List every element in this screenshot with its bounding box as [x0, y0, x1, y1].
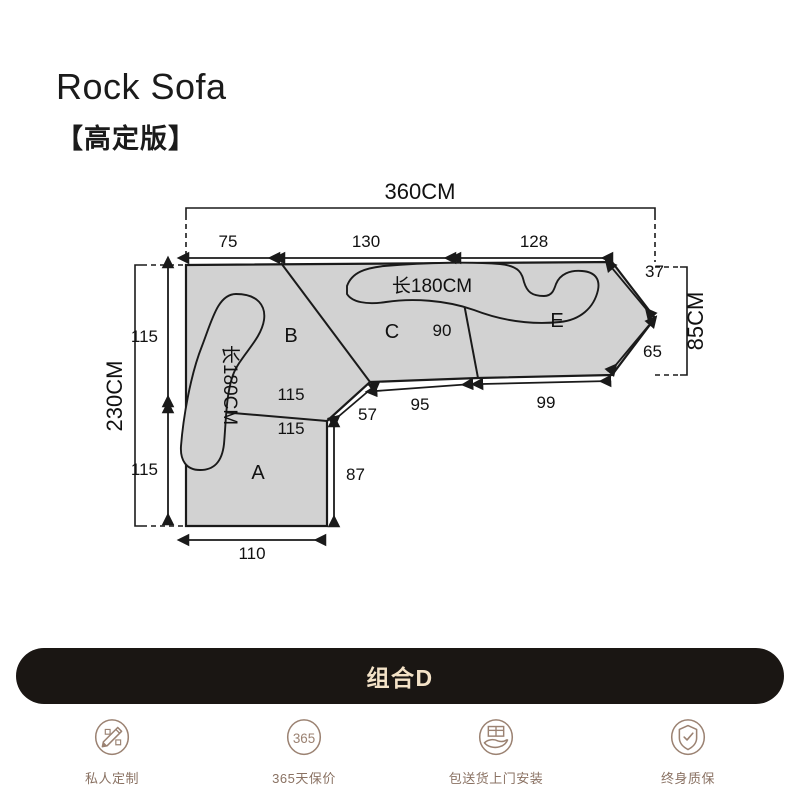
inner-c-depth-label: 90 — [433, 321, 452, 340]
page-subtitle: 【高定版】 — [56, 124, 196, 154]
feature-custom-label: 私人定制 — [84, 771, 139, 786]
right-segment-65-label: 65 — [643, 342, 662, 361]
zone-label-b: B — [284, 325, 297, 347]
shield-check-icon — [670, 719, 706, 756]
overall-width-label: 360CM — [385, 179, 456, 204]
diagonal-57-label: 57 — [358, 405, 377, 424]
bottom-width-110-label: 110 — [238, 544, 265, 563]
delivery-hand-gift-icon — [478, 719, 514, 756]
page-title: Rock Sofa — [56, 66, 227, 107]
bottom-95: 95 — [364, 377, 474, 414]
right-segment-65: 65 — [604, 315, 662, 378]
bottom-width-110: 110 — [176, 533, 327, 563]
inner-a-depth-label: 115 — [277, 419, 304, 438]
sofa-dimension-diagram: 长180CM 长180CM A B C E 360CM — [0, 170, 800, 590]
right-height-dimension: 85CM — [655, 266, 708, 376]
top-segment-128-label: 128 — [520, 232, 548, 251]
feature-delivery-install-label: 包送货上门安装 — [448, 771, 544, 786]
feature-delivery-install[interactable]: 包送货上门安装 — [411, 716, 581, 787]
vertical-cushion-label: 长180CM — [219, 345, 241, 425]
feature-365-price-label: 365天保价 — [272, 771, 336, 786]
feature-custom[interactable]: 私人定制 — [27, 716, 197, 787]
bottom-99-label: 99 — [537, 393, 556, 412]
inner-b-depth-label: 115 — [277, 385, 304, 404]
combo-banner-label: 组合D — [366, 665, 434, 691]
vertical-cushion-outline — [180, 293, 266, 471]
title-block: Rock Sofa 【高定版】 — [56, 64, 476, 157]
overall-width-dimension: 360CM — [185, 179, 656, 262]
top-segment-130: 130 — [272, 232, 457, 265]
divider-b-c — [280, 262, 371, 383]
diagram-svg: 长180CM 长180CM A B C E 360CM — [102, 179, 708, 563]
bottom-99: 99 — [470, 374, 612, 412]
right-height-label: 85CM — [683, 292, 708, 351]
right-segment-37: 37 — [604, 259, 664, 322]
horizontal-cushion-label: 长180CM — [392, 275, 472, 297]
top-segment-130-label: 130 — [352, 232, 380, 251]
combo-banner[interactable]: 组合D — [16, 648, 784, 704]
a-height-87: 87 — [327, 414, 365, 528]
365-badge-icon: 365 — [286, 719, 322, 756]
bottom-95-label: 95 — [411, 395, 430, 414]
top-segment-128: 128 — [448, 232, 614, 265]
zone-label-e: E — [550, 310, 563, 332]
feature-lifetime-warranty-label: 终身质保 — [660, 771, 715, 786]
feature-lifetime-warranty[interactable]: 终身质保 — [603, 716, 773, 787]
overall-height-dimension: 230CM — [102, 264, 186, 527]
top-segment-75-label: 75 — [219, 232, 238, 251]
zone-label-a: A — [251, 462, 265, 484]
left-segment-115-top-label: 115 — [131, 327, 158, 346]
top-segment-75: 75 — [176, 232, 281, 265]
feature-list: 私人定制 365 365天保价 包送货上门安装 终身质保 — [16, 716, 784, 787]
feature-365-price[interactable]: 365 365天保价 — [219, 716, 389, 787]
svg-text:365: 365 — [293, 731, 315, 746]
left-segment-115-top: 115 — [131, 255, 175, 408]
overall-height-label: 230CM — [102, 361, 127, 432]
left-segment-115-bottom: 115 — [131, 400, 175, 526]
left-segment-115-bottom-label: 115 — [131, 460, 158, 479]
zone-label-c: C — [385, 321, 399, 343]
a-height-87-label: 87 — [346, 465, 365, 484]
pencil-custom-icon — [94, 719, 130, 756]
right-segment-37-label: 37 — [645, 262, 664, 281]
